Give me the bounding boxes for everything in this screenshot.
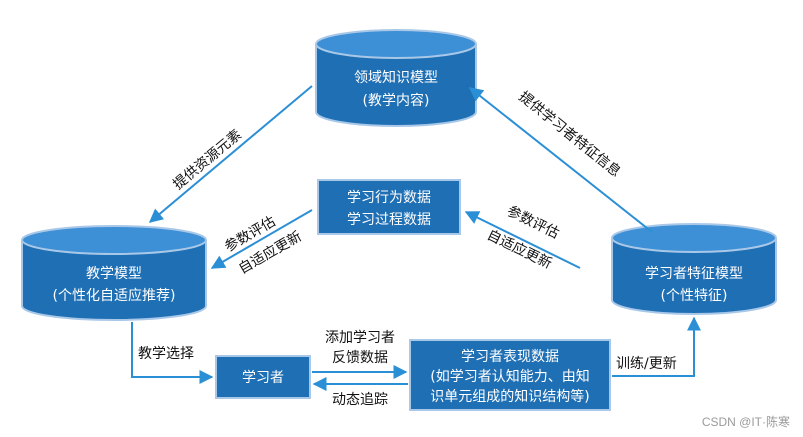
watermark-text: CSDN @IT·陈寒 [702,414,790,429]
performance-data-line1: 学习者表现数据 [461,349,559,365]
performance-data-line3: 识单元组成的知识结构等) [430,388,589,405]
domain-model-title: 领域知识模型 [354,69,438,86]
domain-model-subtitle: (教学内容) [363,92,430,109]
learner-model-subtitle: (个性特征) [661,288,728,304]
arrow-behavior-to-teaching [210,209,313,269]
learner-node: 学习者 [215,355,311,399]
teaching-model-node: 教学模型 (个性化自适应推荐) [21,225,207,321]
label-provide-resources: 提供资源元素 [170,127,245,193]
label-train-update: 训练/更新 [616,356,677,372]
label-right-eval: 参数评估 [504,202,562,242]
learner-model-node: 学习者特征模型 (个性特征) [611,223,777,315]
behavior-data-line2: 学习过程数据 [347,212,431,228]
performance-data-line2: (如学习者认知能力、由知 [430,368,589,385]
label-dynamic-tracking: 动态追踪 [332,392,388,408]
arrow-domain-to-teaching [148,85,313,223]
label-teaching-choice: 教学选择 [138,346,194,362]
behavior-data-node: 学习行为数据 学习过程数据 [317,179,461,235]
performance-data-node: 学习者表现数据 (如学习者认知能力、由知 识单元组成的知识结构等) [409,339,611,411]
behavior-data-line1: 学习行为数据 [347,190,431,206]
arrow-learner-model-to-domain [468,87,653,233]
label-add-feedback-2: 反馈数据 [332,350,388,366]
domain-model-node: 领域知识模型 (教学内容) [315,29,477,127]
arrow-learner-model-to-behavior [464,211,581,269]
learner-model-title: 学习者特征模型 [645,266,743,282]
arrow-performance-to-learner-model [612,316,701,377]
arrow-teaching-to-learner [131,322,214,384]
teaching-model-subtitle: (个性化自适应推荐) [53,287,176,304]
teaching-model-title: 教学模型 [86,266,142,282]
label-add-feedback-1: 添加学习者 [325,330,395,346]
learner-label: 学习者 [242,370,284,386]
